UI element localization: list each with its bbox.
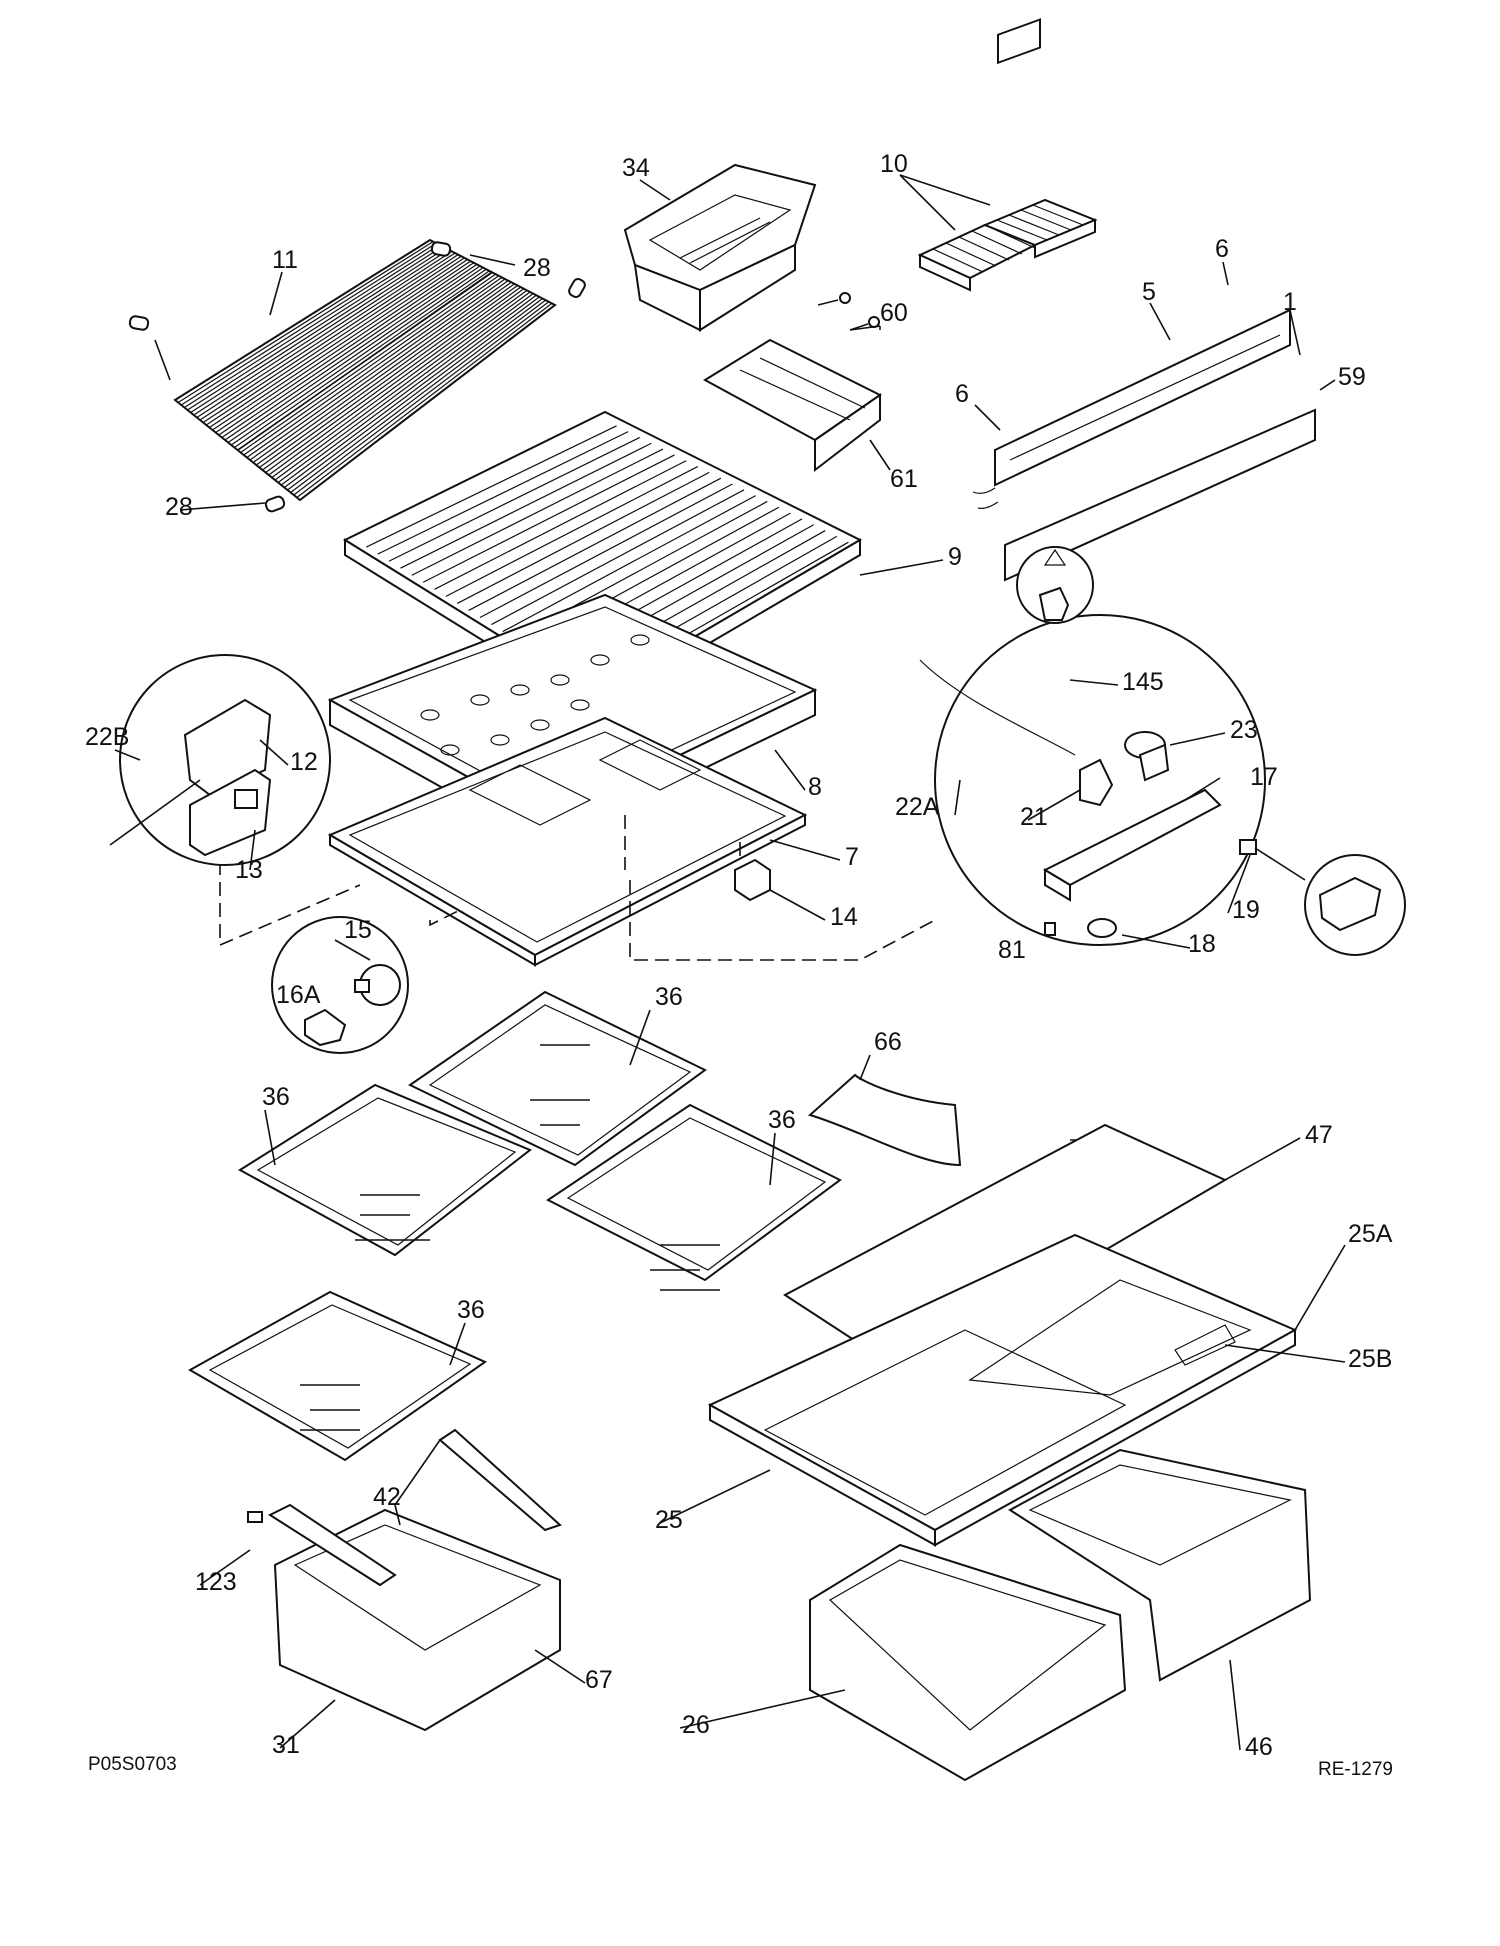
label-8: 8 — [808, 773, 822, 801]
label-15: 15 — [344, 916, 372, 944]
drawer — [247, 1428, 562, 1732]
detail-circle-control — [919, 546, 1266, 946]
label-7: 7 — [845, 843, 859, 871]
dashed-connectors — [219, 815, 936, 961]
label-145: 145 — [1122, 668, 1164, 696]
label-23: 23 — [1230, 716, 1258, 744]
label-46: 46 — [1245, 1733, 1273, 1761]
label-59: 59 — [1338, 363, 1366, 391]
label-6b: 6 — [955, 380, 969, 408]
label-66: 66 — [874, 1028, 902, 1056]
freezer-bin — [623, 163, 817, 332]
label-1: 1 — [1283, 288, 1297, 316]
label-22a: 22A — [895, 793, 940, 821]
label-25a: 25A — [1348, 1220, 1393, 1248]
label-36b: 36 — [262, 1083, 290, 1111]
part-labels: 1 5 6 6 7 8 9 10 11 12 13 14 15 16A 17 1… — [85, 150, 1393, 1761]
glass-shelves — [187, 990, 1115, 1462]
label-67: 67 — [585, 1666, 613, 1694]
crisper-drawers — [809, 1448, 1312, 1782]
label-19: 19 — [1232, 896, 1260, 924]
label-25b: 25B — [1348, 1345, 1392, 1373]
label-16a: 16A — [276, 981, 321, 1009]
crisper-cover-trim — [807, 1073, 962, 1167]
label-123: 123 — [195, 1568, 237, 1596]
bracket-assembly — [703, 292, 882, 473]
drawing-code-right: RE-1279 — [1318, 1759, 1393, 1780]
evaporator-cover — [327, 716, 808, 967]
label-13: 13 — [235, 856, 263, 884]
label-12: 12 — [290, 748, 318, 776]
label-5: 5 — [1142, 278, 1156, 306]
label-36c: 36 — [768, 1106, 796, 1134]
label-18: 18 — [1188, 930, 1216, 958]
label-17: 17 — [1250, 763, 1278, 791]
ice-trays — [917, 198, 1098, 292]
label-14: 14 — [830, 903, 858, 931]
label-22b: 22B — [85, 723, 129, 751]
label-11: 11 — [272, 246, 298, 274]
detail-circle-lamp — [271, 916, 409, 1054]
label-26: 26 — [682, 1711, 710, 1739]
label-36d: 36 — [457, 1296, 485, 1324]
label-47: 47 — [1305, 1121, 1333, 1149]
label-6a: 6 — [1215, 235, 1229, 263]
label-36a: 36 — [655, 983, 683, 1011]
label-61: 61 — [890, 465, 918, 493]
label-31: 31 — [272, 1731, 300, 1759]
crisper-cover-frame — [707, 1233, 1298, 1547]
label-21: 21 — [1020, 803, 1048, 831]
label-60: 60 — [880, 299, 908, 327]
shelf-end-caps — [128, 241, 586, 513]
label-10: 10 — [880, 150, 908, 178]
wire-shelf — [173, 238, 557, 502]
leader-lines — [114, 174, 1346, 1751]
label-34: 34 — [622, 154, 650, 182]
label-9: 9 — [948, 543, 962, 571]
label-42: 42 — [373, 1483, 401, 1511]
detail-circle-switch — [1254, 847, 1406, 956]
label-28a: 28 — [523, 254, 551, 282]
detail-circle-left — [109, 654, 331, 866]
label-25: 25 — [655, 1506, 683, 1534]
drawing-code-left: P05S0703 — [88, 1754, 177, 1775]
switch-part — [734, 858, 771, 902]
label-81: 81 — [998, 936, 1026, 964]
label-28b: 28 — [165, 493, 193, 521]
heater-strip — [972, 18, 1316, 582]
